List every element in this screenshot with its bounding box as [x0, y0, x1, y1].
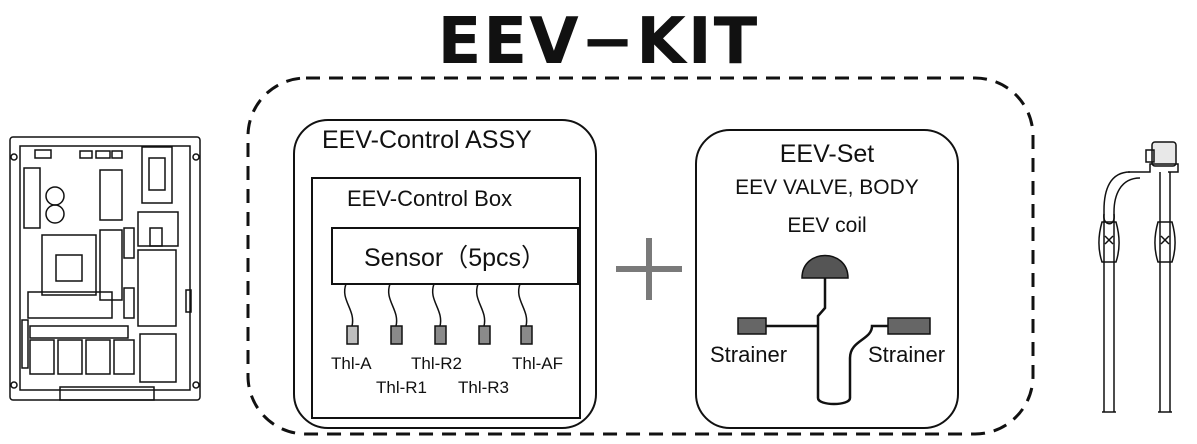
- control-assy-title: EEV-Control ASSY: [322, 126, 532, 154]
- eev-valve-label: EEV VALVE, BODY: [735, 176, 919, 199]
- sensor-probe: [434, 325, 447, 345]
- control-box-frame: [311, 177, 581, 419]
- control-assy-panel: [293, 119, 597, 429]
- sensor-label-thl-r1: Thl-R1: [376, 378, 428, 397]
- sensor-label-thl-af: Thl-AF: [512, 354, 563, 373]
- sensor-probes: [346, 325, 533, 345]
- page-title: EEV−KIT: [437, 5, 760, 79]
- kit-dashed-outline: [246, 76, 1035, 436]
- eev-valve-illustration: [1098, 141, 1179, 413]
- strainer-right-label: Strainer: [868, 342, 946, 367]
- eev-set-title: EEV-Set: [779, 140, 875, 168]
- sensor-wire: [387, 283, 398, 327]
- control-box-title: EEV-Control Box: [347, 186, 513, 211]
- eev-pipework: [766, 278, 888, 406]
- sensor-wire: [475, 283, 486, 327]
- sensor-wire: [431, 283, 442, 327]
- strainer-right-icon: [887, 317, 931, 335]
- sensor-wire: [517, 283, 528, 327]
- sensor-probe: [346, 325, 359, 345]
- sensor-label-thl-a: Thl-A: [331, 354, 372, 373]
- sensor-box: [331, 227, 579, 285]
- sensor-label-thl-r2: Thl-R2: [411, 354, 463, 373]
- strainer-left-icon: [737, 317, 767, 335]
- sensor-probe: [520, 325, 533, 345]
- sensor-wire: [343, 283, 354, 327]
- sensor-label-thl-r3: Thl-R3: [458, 378, 510, 397]
- eev-set-panel: [695, 129, 959, 429]
- control-pcb-illustration: [9, 136, 201, 401]
- sensor-probe: [478, 325, 491, 345]
- sensor-probe: [390, 325, 403, 345]
- strainer-left-label: Strainer: [710, 342, 788, 367]
- eev-coil-icon: [801, 254, 849, 279]
- eev-coil-label: EEV coil: [787, 214, 867, 237]
- sensor-wires: [343, 283, 528, 327]
- plus-icon: [616, 238, 682, 300]
- sensor-label: Sensor（5pcs）: [363, 244, 547, 272]
